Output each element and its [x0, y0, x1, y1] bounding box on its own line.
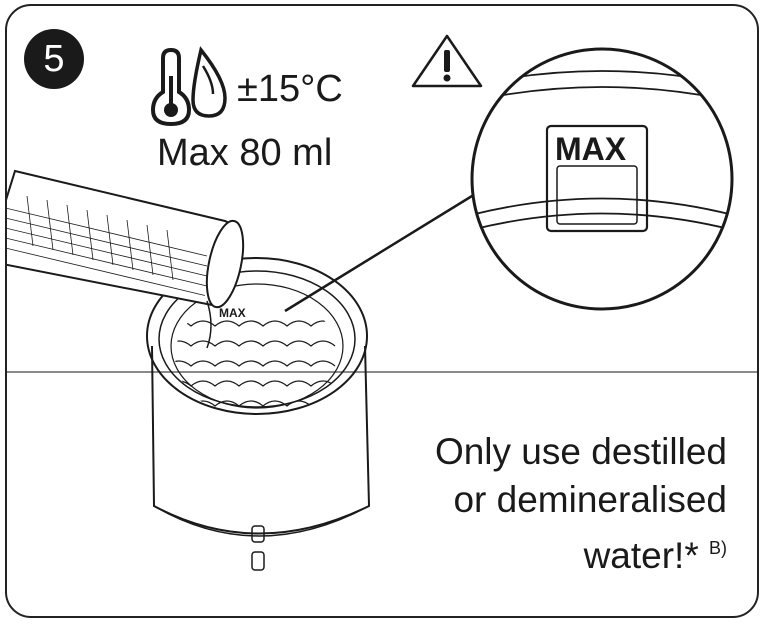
- water-surface: [175, 320, 336, 407]
- note-line-2: or demineralised: [453, 479, 727, 520]
- instruction-panel: MAX: [5, 4, 759, 618]
- measuring-jar: [7, 169, 245, 349]
- warning-icon: [411, 34, 483, 88]
- note-line-1: Only use destilled: [434, 431, 727, 472]
- temperature-tolerance: ±15°C: [237, 68, 343, 110]
- zoom-pointer: [284, 186, 486, 313]
- water-drop-icon: [191, 46, 227, 118]
- max-mark-small: MAX: [219, 306, 246, 320]
- zoom-detail: MAX: [470, 47, 734, 311]
- max-volume: Max 80 ml: [157, 132, 333, 174]
- footnote-ref: B): [709, 538, 727, 558]
- water-note: Only use destilled or demineralised wate…: [435, 428, 727, 580]
- illustration: MAX: [7, 34, 757, 571]
- container-buttons: [251, 525, 265, 571]
- note-line-3: water!* B): [435, 524, 727, 580]
- step-number-badge: 5: [24, 29, 84, 89]
- max-mark-zoom: MAX: [555, 131, 627, 167]
- note-line-3-text: water!*: [583, 535, 699, 576]
- thermometer-icon: [150, 47, 192, 127]
- container: [146, 257, 371, 537]
